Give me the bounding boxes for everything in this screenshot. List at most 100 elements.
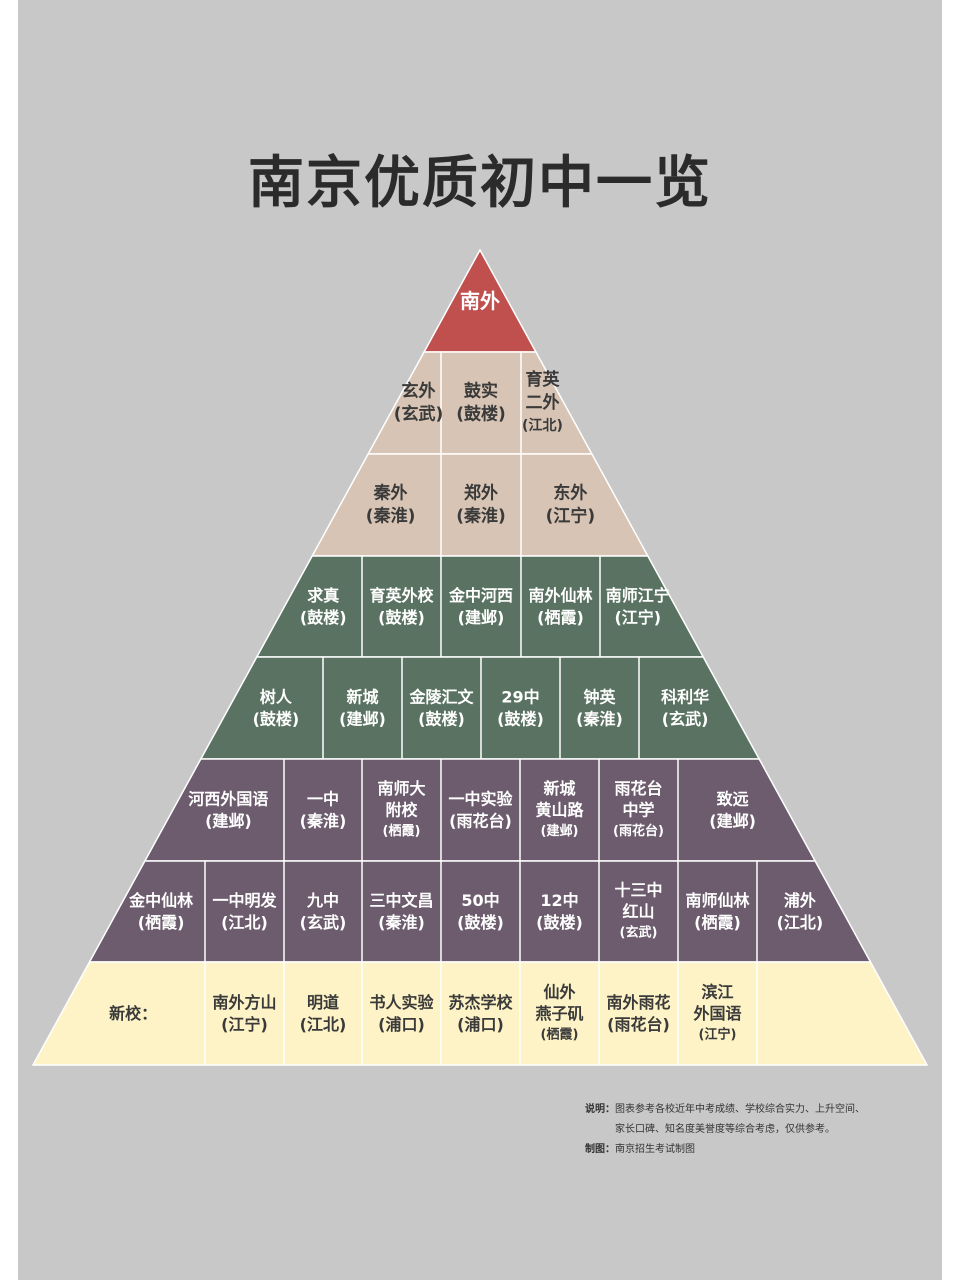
pyramid-band-6 bbox=[143, 758, 817, 862]
school-label: (江北) bbox=[777, 913, 824, 932]
school-label: 致远 bbox=[717, 790, 749, 809]
school-label: 十三中 bbox=[614, 880, 662, 899]
school-label: (江宁) bbox=[221, 1015, 268, 1034]
school-label: (鼓楼) bbox=[418, 709, 465, 728]
school-label: 一中实验 bbox=[448, 790, 513, 809]
school-label: 一中明发 bbox=[212, 891, 277, 910]
school-label: 黄山路 bbox=[535, 801, 584, 820]
school-label: (秦淮) bbox=[366, 505, 416, 526]
school-label: 玄外 bbox=[402, 381, 436, 402]
credit-label: 制图： bbox=[585, 1144, 615, 1155]
school-label: 河西外国语 bbox=[188, 790, 268, 809]
credit-line: 制图：南京招生考试制图 bbox=[585, 1140, 865, 1160]
school-label: (江北) bbox=[300, 1015, 347, 1034]
school-label: (鼓楼) bbox=[456, 403, 506, 424]
pyramid-band-5 bbox=[199, 656, 761, 760]
school-label: (玄武) bbox=[662, 709, 709, 728]
school-label: (栖霞) bbox=[541, 1027, 579, 1043]
school-label: 外国语 bbox=[692, 1004, 741, 1023]
school-label: (鼓楼) bbox=[253, 709, 300, 728]
school-label: 新校： bbox=[109, 1004, 157, 1023]
school-label: (雨花台) bbox=[613, 823, 664, 839]
school-label: (栖霞) bbox=[694, 913, 741, 932]
school-label: (鼓楼) bbox=[536, 913, 583, 932]
pyramid-band-3 bbox=[310, 453, 650, 557]
school-label: (雨花台) bbox=[607, 1015, 670, 1034]
school-label: 树人 bbox=[260, 688, 293, 707]
school-label: 科利华 bbox=[661, 688, 709, 707]
school-label: 浦外 bbox=[784, 891, 816, 910]
school-label: 育英外校 bbox=[369, 586, 434, 605]
pyramid-row-3: 秦外(秦淮)郑外(秦淮)东外(江宁) bbox=[310, 453, 650, 557]
school-label: 附校 bbox=[385, 801, 418, 820]
school-label: (玄武) bbox=[620, 925, 658, 941]
school-label: (建邺) bbox=[458, 608, 505, 627]
pyramid-row-8: 新校：南外方山(江宁)明道(江北)书人实验(浦口)苏杰学校(浦口)仙外燕子矶(栖… bbox=[31, 961, 929, 1066]
school-label: 东外 bbox=[553, 483, 587, 504]
school-label: 南外 bbox=[460, 289, 500, 313]
school-label: 雨花台 bbox=[614, 779, 662, 798]
school-label: 书人实验 bbox=[369, 993, 434, 1012]
school-label: (玄武) bbox=[300, 913, 347, 932]
school-label: (江宁) bbox=[546, 505, 596, 526]
school-label: (秦淮) bbox=[378, 913, 425, 932]
school-label: (建邺) bbox=[541, 823, 579, 839]
explain-label: 说明： bbox=[585, 1104, 615, 1115]
school-label: (建邺) bbox=[339, 709, 386, 728]
school-label: (鼓楼) bbox=[457, 913, 504, 932]
school-label: (江宁) bbox=[699, 1027, 737, 1043]
school-label: 苏杰学校 bbox=[448, 993, 513, 1012]
school-label: 50中 bbox=[461, 891, 499, 910]
explain-text-1: 图表参考各校近年中考成绩、学校综合实力、上升空间、 bbox=[615, 1104, 865, 1115]
school-label: 育英 bbox=[525, 369, 560, 390]
school-label: 一中 bbox=[307, 790, 339, 809]
school-label: 中学 bbox=[622, 801, 654, 820]
pyramid-band-4 bbox=[255, 555, 705, 658]
school-label: (江北) bbox=[522, 417, 563, 434]
school-label: 南师江宁 bbox=[606, 586, 670, 605]
school-label: 南师仙林 bbox=[685, 891, 749, 910]
school-label: 秦外 bbox=[374, 483, 408, 504]
school-label: 新城 bbox=[346, 688, 378, 707]
school-label: 燕子矶 bbox=[535, 1004, 583, 1023]
school-label: (秦淮) bbox=[300, 811, 347, 830]
school-label: 三中文昌 bbox=[369, 891, 433, 910]
school-label: (鼓楼) bbox=[378, 608, 425, 627]
pyramid-row-1: 南外 bbox=[422, 248, 538, 353]
school-label: 29中 bbox=[501, 688, 539, 707]
school-label: 滨江 bbox=[701, 982, 733, 1001]
school-label: 南师大 bbox=[377, 779, 425, 798]
school-label: (鼓楼) bbox=[300, 608, 347, 627]
credit-text: 南京招生考试制图 bbox=[615, 1144, 695, 1155]
school-label: 南外仙林 bbox=[528, 586, 592, 605]
school-label: 钟英 bbox=[583, 688, 616, 707]
school-label: (浦口) bbox=[457, 1015, 504, 1034]
footnotes: 说明：图表参考各校近年中考成绩、学校综合实力、上升空间、 家长口碑、知名度美誉度… bbox=[585, 1100, 865, 1160]
pyramid-row-5: 树人(鼓楼)新城(建邺)金陵汇文(鼓楼)29中(鼓楼)钟英(秦淮)科利华(玄武) bbox=[199, 656, 761, 760]
school-label: (栖霞) bbox=[383, 823, 421, 839]
school-label: 金中仙林 bbox=[128, 891, 193, 910]
explain-line-2: 家长口碑、知名度美誉度等综合考虑，仅供参考。 bbox=[615, 1124, 835, 1135]
school-label: 鼓实 bbox=[464, 381, 498, 402]
school-label: 南外方山 bbox=[212, 993, 276, 1012]
school-label: (江北) bbox=[221, 913, 268, 932]
school-label: (玄武) bbox=[394, 403, 444, 424]
school-label: 明道 bbox=[307, 993, 339, 1012]
school-label: (栖霞) bbox=[537, 608, 584, 627]
explain-line-1: 说明：图表参考各校近年中考成绩、学校综合实力、上升空间、 bbox=[585, 1100, 865, 1120]
school-label: (浦口) bbox=[378, 1015, 425, 1034]
school-label: (江宁) bbox=[614, 608, 661, 627]
school-label: 金陵汇文 bbox=[408, 688, 474, 707]
page-title: 南京优质初中一览 bbox=[248, 151, 712, 216]
school-label: (栖霞) bbox=[138, 913, 185, 932]
school-label: (雨花台) bbox=[449, 811, 512, 830]
school-label: 二外 bbox=[525, 392, 559, 413]
pyramid-band-8 bbox=[31, 961, 929, 1066]
pyramid-row-6: 河西外国语(建邺)一中(秦淮)南师大附校(栖霞)一中实验(雨花台)新城黄山路(建… bbox=[143, 758, 817, 862]
school-label: (秦淮) bbox=[576, 709, 623, 728]
school-label: (建邺) bbox=[709, 811, 756, 830]
school-label: 12中 bbox=[540, 891, 578, 910]
school-label: 郑外 bbox=[464, 483, 498, 504]
